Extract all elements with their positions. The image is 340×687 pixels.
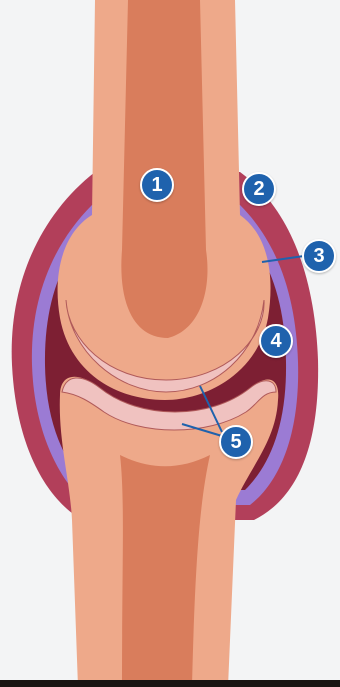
bottom-edge-strip [0,680,340,687]
label-marker-5: 5 [219,425,253,459]
label-marker-4: 4 [259,324,293,358]
label-marker-1: 1 [140,168,174,202]
label-marker-3: 3 [302,239,336,273]
label-marker-2: 2 [242,172,276,206]
